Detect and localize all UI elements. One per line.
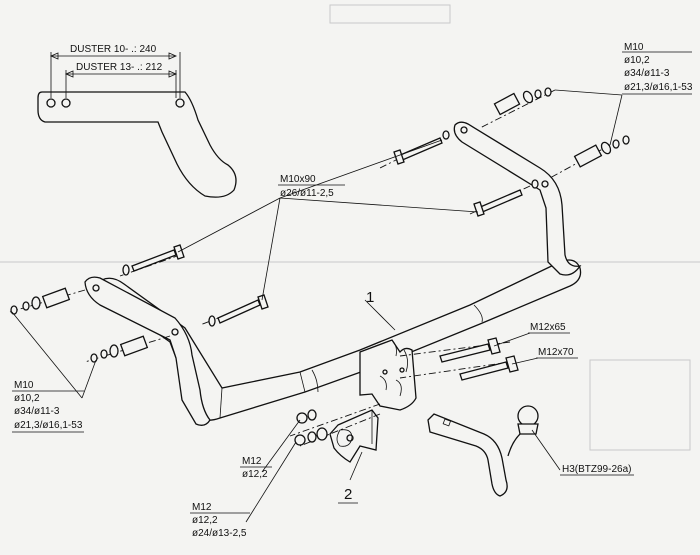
bolts-m12 (439, 337, 519, 381)
svg-text:ø34/ø11-3: ø34/ø11-3 (624, 68, 670, 79)
right-upper-fasteners (442, 87, 630, 189)
left-side-plate (84, 276, 211, 426)
svg-text:M10: M10 (14, 380, 34, 391)
svg-text:ø24/ø13-2,5: ø24/ø13-2,5 (192, 528, 247, 539)
profile-hole-1 (46, 98, 56, 108)
nuts-m12 (294, 409, 328, 446)
profile-hole-2 (61, 98, 71, 108)
label-m12-lower: M12 ø12,2 ø24/ø13-2,5 (190, 502, 250, 539)
bolts-m10x90-lower (122, 244, 269, 327)
label-m10-right: M10 ø10,2 ø34/ø11-3 ø21,3/ø16,1-53 (622, 42, 693, 95)
svg-text:M12: M12 (242, 456, 262, 467)
svg-text:ø26/ø11-2,5: ø26/ø11-2,5 (280, 188, 334, 199)
label-m12-upper: M12 ø12,2 (240, 456, 272, 480)
socket-plate (329, 409, 379, 463)
part-number-1: 1 (366, 289, 374, 306)
label-m12x65: M12x65 (530, 322, 566, 333)
svg-text:ø10,2: ø10,2 (624, 55, 650, 66)
label-m10x90: M10x90 ø26/ø11-2,5 (278, 174, 345, 199)
svg-text:M10: M10 (624, 42, 644, 53)
svg-text:ø34/ø11-3: ø34/ø11-3 (14, 406, 60, 417)
svg-text:ø21,3/ø16,1-53: ø21,3/ø16,1-53 (14, 420, 83, 431)
svg-text:ø10,2: ø10,2 (14, 393, 40, 404)
profile-hole-3 (175, 98, 185, 108)
center-bracket (359, 339, 417, 411)
svg-text:ø12,2: ø12,2 (192, 515, 218, 526)
ball-neck (427, 405, 539, 497)
dim-duster-10: DUSTER 10- .: 240 (70, 44, 157, 55)
label-ball-neck: H3(BTZ99-26a) (562, 464, 631, 475)
background-marks (0, 4, 700, 451)
assembly-axes (9, 89, 611, 447)
leader-lines (11, 89, 623, 523)
label-m10-left: M10 ø10,2 ø34/ø11-3 ø21,3/ø16,1-53 (12, 380, 84, 433)
crossbar (93, 259, 582, 421)
dim-duster-13: DUSTER 13- .: 212 (76, 62, 163, 73)
part-number-2: 2 (344, 486, 352, 503)
side-plate-profile: DUSTER 10- .: 240 DUSTER 13- .: 212 (37, 44, 237, 198)
svg-text:M10x90: M10x90 (280, 174, 316, 185)
label-m12x70: M12x70 (538, 347, 574, 358)
svg-text:ø12,2: ø12,2 (242, 469, 268, 480)
svg-text:M12: M12 (192, 502, 212, 513)
right-side-plate (453, 121, 582, 276)
tow-ball (517, 405, 539, 427)
svg-text:ø21,3/ø16,1-53: ø21,3/ø16,1-53 (624, 82, 693, 93)
